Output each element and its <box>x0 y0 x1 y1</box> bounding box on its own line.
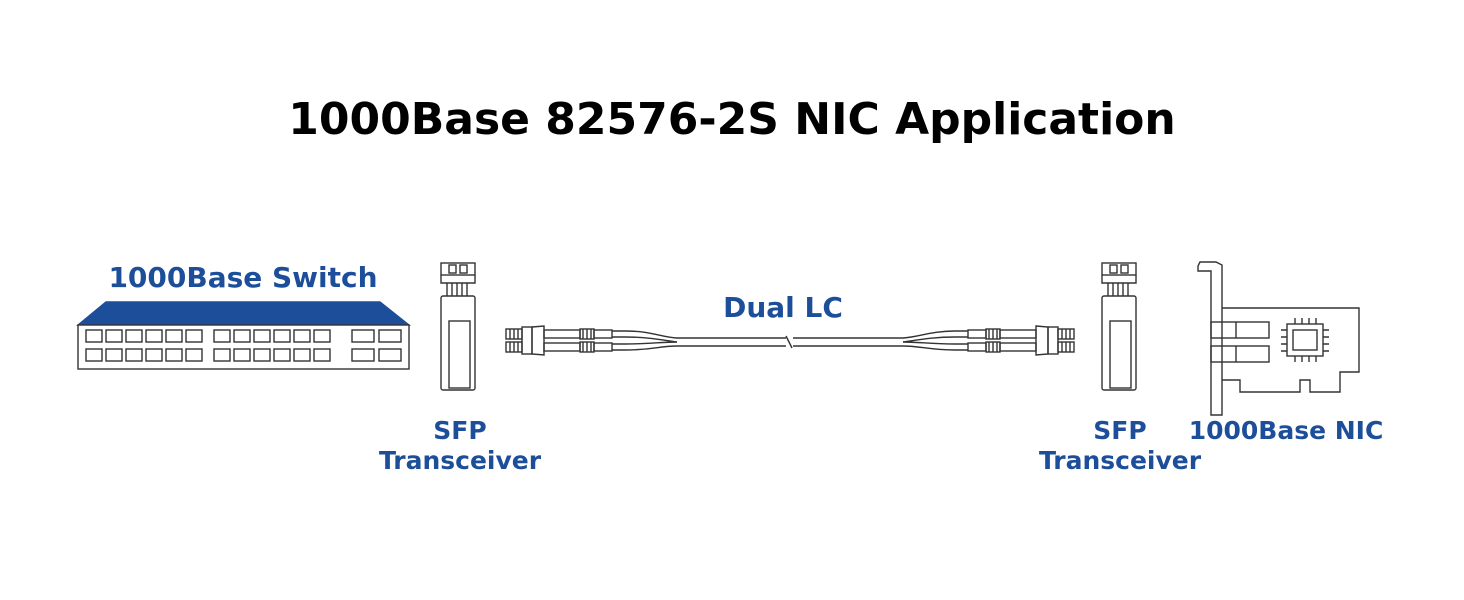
switch-port <box>105 329 123 343</box>
switch-port <box>85 329 103 343</box>
switch-port <box>105 348 123 362</box>
sfp-right-label-line2: Transceiver <box>1038 446 1202 475</box>
fiber-cable-icon <box>624 330 956 351</box>
sfp-transceiver-right-icon <box>1101 262 1137 391</box>
switch-port <box>253 348 271 362</box>
switch-port <box>213 329 231 343</box>
switch-port <box>213 348 231 362</box>
switch-port <box>378 348 402 362</box>
sfp-left-label-line2: Transceiver <box>378 446 542 475</box>
switch-port <box>293 329 311 343</box>
lc-connector-right-icon <box>955 325 1075 356</box>
switch-port <box>125 348 143 362</box>
sfp-right-label: SFP Transceiver <box>1032 416 1208 476</box>
diagram-title: 1000Base 82576-2S NIC Application <box>288 94 1176 145</box>
switch-port <box>293 348 311 362</box>
nic-label: 1000Base NIC <box>1188 416 1384 445</box>
switch-port <box>351 329 375 343</box>
sfp-left-label: SFP Transceiver <box>372 416 548 476</box>
lc-connector-left-icon <box>505 325 625 356</box>
switch-port <box>233 348 251 362</box>
switch-port <box>185 348 203 362</box>
switch-port <box>351 348 375 362</box>
network-switch-icon <box>76 301 412 370</box>
switch-port <box>165 348 183 362</box>
switch-port <box>145 348 163 362</box>
switch-label: 1000Base Switch <box>108 261 378 294</box>
switch-port <box>253 329 271 343</box>
switch-port <box>378 329 402 343</box>
switch-port <box>273 348 291 362</box>
sfp-transceiver-left-icon <box>440 262 476 391</box>
switch-port <box>313 348 331 362</box>
switch-port <box>125 329 143 343</box>
sfp-right-label-line1: SFP <box>1093 416 1147 445</box>
switch-port <box>85 348 103 362</box>
switch-port <box>165 329 183 343</box>
switch-port <box>185 329 203 343</box>
switch-port <box>145 329 163 343</box>
nic-card-icon <box>1197 261 1360 416</box>
switch-ports <box>85 329 402 362</box>
cable-label: Dual LC <box>723 291 843 324</box>
switch-port <box>313 329 331 343</box>
sfp-left-label-line1: SFP <box>433 416 487 445</box>
switch-port <box>273 329 291 343</box>
switch-port <box>233 329 251 343</box>
